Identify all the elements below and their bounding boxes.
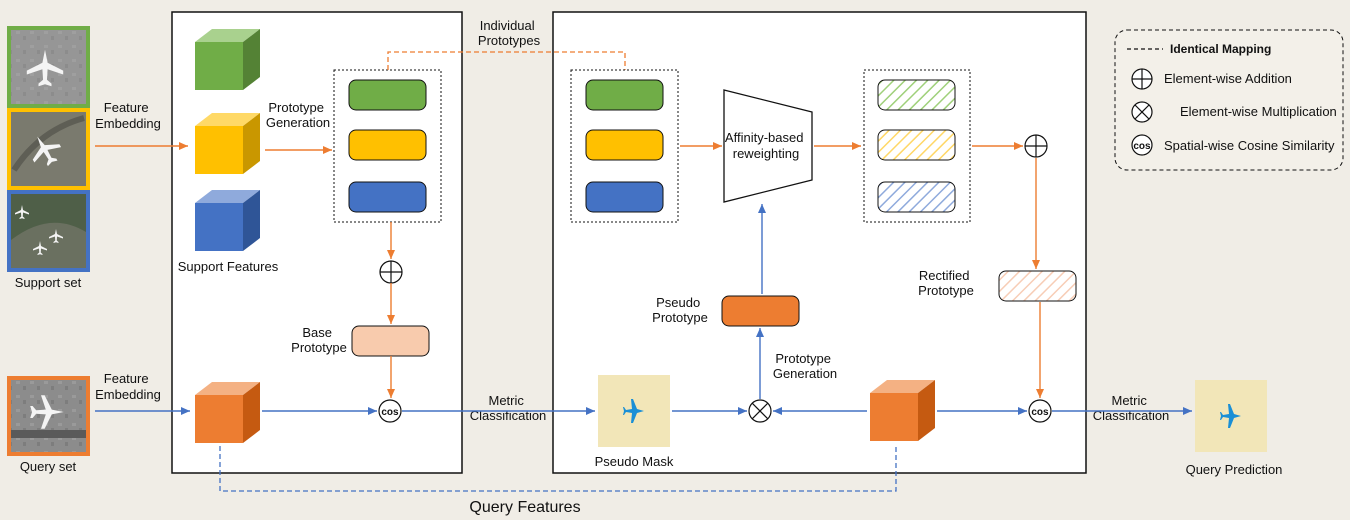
svg-text:cos: cos	[381, 407, 399, 418]
individual-prototypes-label: Individual Prototypes	[478, 18, 541, 48]
support-features-label: Support Features	[178, 259, 279, 274]
reweighted-prototype-green	[877, 79, 956, 111]
support-feature-cube-green	[195, 29, 260, 90]
query-feature-cube-left	[195, 382, 260, 443]
legend-element-addition: Element-wise Addition	[1131, 68, 1292, 90]
reweighted-prototype-yellow	[877, 129, 956, 161]
cos-operator-right: cos	[1028, 399, 1052, 423]
support-image-blue	[7, 190, 90, 272]
query-features-dashed-link	[219, 444, 897, 492]
legend-cosine-similarity: cos Spatial-wise Cosine Similarity	[1131, 134, 1335, 156]
query-image	[7, 376, 90, 456]
query-prediction	[1195, 380, 1267, 452]
cos-operator-left: cos	[378, 399, 402, 423]
pseudo-prototype	[721, 295, 800, 327]
feature-embedding-label-query: Feature Embedding	[95, 371, 161, 402]
svg-text:Element-wise Multiplication: Element-wise Multiplication	[1180, 104, 1337, 119]
support-set-label: Support set	[15, 275, 82, 290]
prototype-generation-label-2: Prototype Generation	[773, 351, 837, 381]
affinity-reweighting-label: Affinity-based reweighting	[725, 130, 807, 161]
base-prototype-label: Base Prototype	[291, 325, 347, 355]
pseudo-prototype-label: Pseudo Prototype	[652, 295, 708, 325]
metric-classification-label-right: Metric Classification	[1093, 393, 1170, 423]
support-image-yellow	[7, 108, 90, 190]
rectified-prototype	[998, 270, 1077, 302]
pseudo-mask-label: Pseudo Mask	[595, 454, 674, 469]
copied-prototype-yellow	[585, 129, 664, 161]
prototype-green	[348, 79, 427, 111]
copied-prototype-blue	[585, 181, 664, 213]
prototype-yellow	[348, 129, 427, 161]
reweighted-prototype-blue	[877, 181, 956, 213]
multiplication-operator	[748, 399, 772, 423]
pseudo-mask	[598, 375, 670, 447]
query-set-label: Query set	[20, 459, 77, 474]
base-prototype	[351, 325, 430, 357]
query-features-label: Query Features	[469, 499, 580, 516]
affinity-reweighting-block	[723, 89, 813, 203]
query-prediction-label: Query Prediction	[1186, 462, 1283, 477]
prototype-generation-label: Prototype Generation	[266, 100, 330, 130]
query-feature-cube-right	[870, 380, 935, 441]
copied-prototype-green	[585, 79, 664, 111]
svg-text:Element-wise Addition: Element-wise Addition	[1164, 71, 1292, 86]
svg-text:cos: cos	[1133, 141, 1151, 152]
svg-text:cos: cos	[1031, 407, 1049, 418]
support-feature-cube-blue	[195, 190, 260, 251]
metric-classification-label-left: Metric Classification	[470, 393, 547, 423]
addition-operator-right	[1024, 134, 1048, 158]
svg-text:Identical Mapping: Identical Mapping	[1170, 42, 1271, 56]
feature-embedding-label-support: Feature Embedding	[95, 100, 161, 131]
legend-element-multiplication: Element-wise Multiplication	[1131, 101, 1337, 123]
prototype-blue	[348, 181, 427, 213]
identical-mapping-link-top	[387, 51, 626, 70]
svg-text:Spatial-wise Cosine Similarity: Spatial-wise Cosine Similarity	[1164, 138, 1335, 153]
rectified-prototype-label: Rectified Prototype	[918, 268, 974, 298]
support-feature-cube-yellow	[195, 113, 260, 174]
legend-box	[1114, 29, 1344, 171]
addition-operator-support	[379, 260, 403, 284]
legend-identical-mapping: Identical Mapping	[1127, 42, 1271, 56]
support-image-green	[7, 26, 90, 108]
